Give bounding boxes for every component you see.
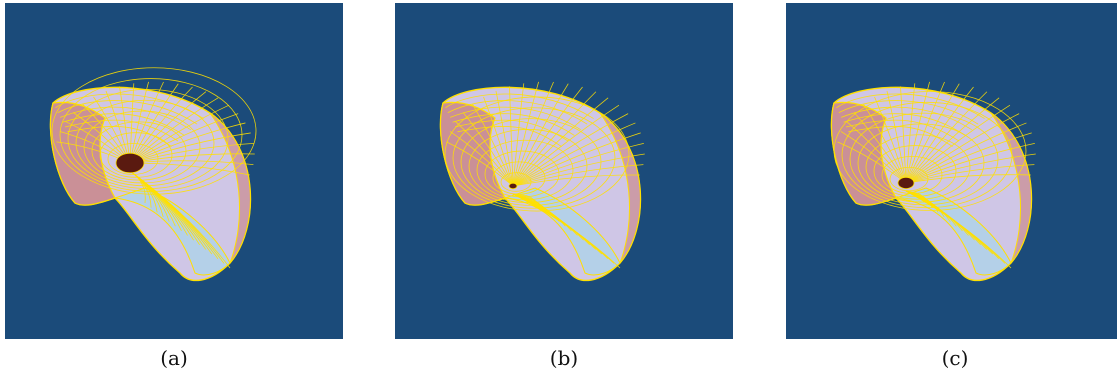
panel-c-caption: (c) [941,346,969,370]
panel-c-surface [786,3,1117,339]
surface-render-b [439,81,645,282]
surface-render-c [830,81,1036,282]
surface-throat [897,176,915,189]
panel-b-surface [395,3,733,339]
surface-render-a [49,67,257,282]
surface-throat [508,182,518,190]
panel-b-caption: (b) [549,346,579,370]
surface-throat [115,152,145,174]
shell-lower-bowl [504,187,621,276]
shell-outer-rim [990,112,1032,264]
mesh-lines [833,81,1036,269]
mesh-lines [444,81,645,269]
shell-lower-bowl [114,187,231,276]
shell-outer-rim [599,112,641,264]
panel-a-caption: (a) [160,346,188,370]
panel-a-surface [5,3,343,339]
shell-lower-bowl [895,187,1012,276]
